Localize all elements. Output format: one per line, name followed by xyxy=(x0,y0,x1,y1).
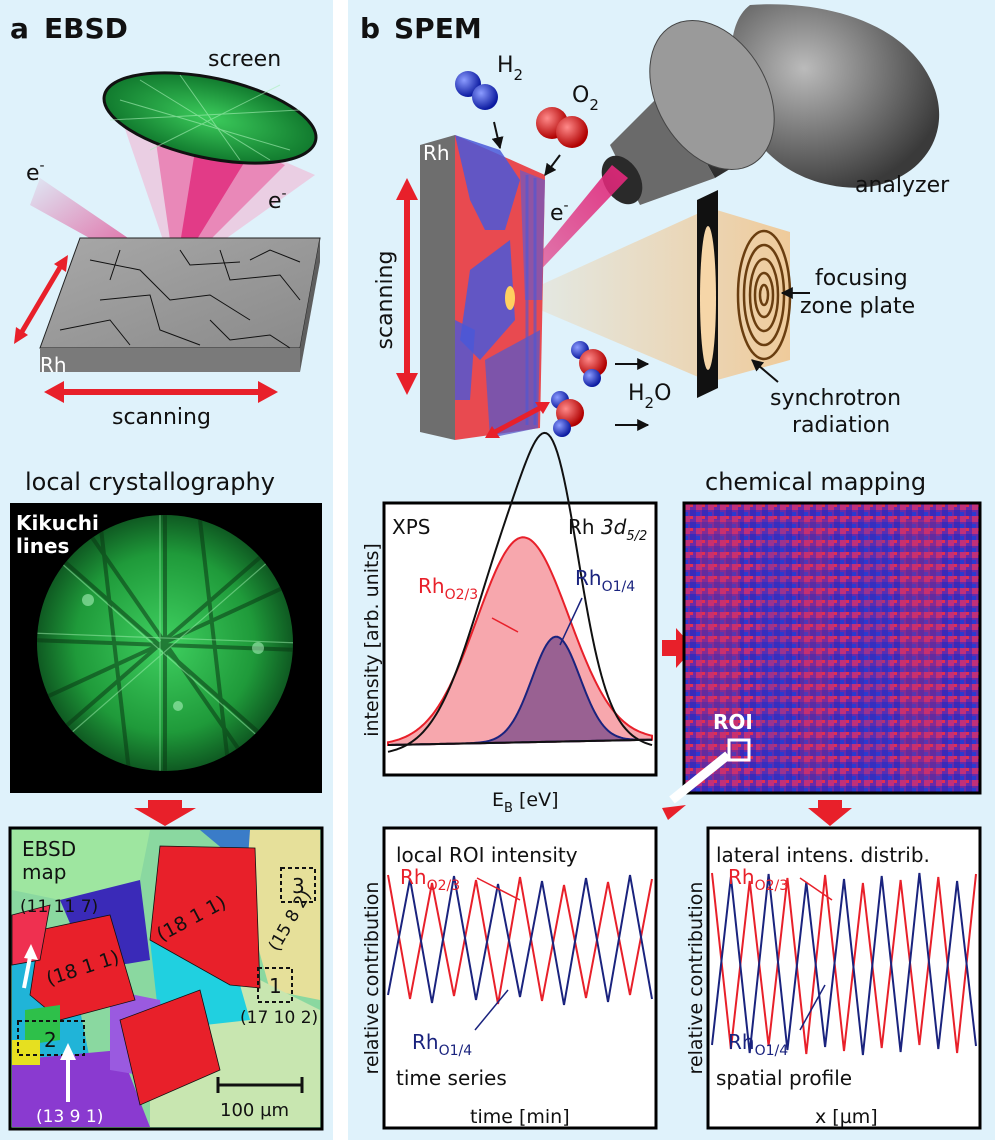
xps-comp1-label: RhO2/3 xyxy=(418,574,478,603)
time-series2-label: RhO1/4 xyxy=(412,1030,472,1059)
grain-label-17-10-2: (17 10 2) xyxy=(240,1008,318,1028)
scan-arrows-a xyxy=(14,255,278,403)
zone-label-2: zone plate xyxy=(800,294,915,319)
time-plot-title: local ROI intensity xyxy=(396,843,578,867)
electron-out-label: e- xyxy=(268,186,287,214)
o2-molecule xyxy=(536,107,588,148)
xps-total-spectrum xyxy=(387,431,653,753)
time-series-o14 xyxy=(387,874,653,1006)
chemical-mapping-title: chemical mapping xyxy=(705,468,926,496)
synchrotron-cone xyxy=(512,208,790,382)
h2-arrow xyxy=(491,121,504,150)
o2-label: O2 xyxy=(572,83,599,114)
zone-label-1: focusing xyxy=(815,266,908,291)
xps-xlabel: EB [eV] xyxy=(492,789,559,816)
arrow-roi-to-time-plot xyxy=(662,805,686,820)
time-plot-xlabel: time [min] xyxy=(470,1106,570,1128)
chemical-map xyxy=(669,501,982,804)
space-plot-ylabel: relative contribution xyxy=(685,882,707,1075)
map-label-1: EBSD xyxy=(22,837,76,861)
time-series-plot xyxy=(382,826,658,1130)
scan-b-label: scanning xyxy=(373,251,398,350)
scan-a-label: scanning xyxy=(112,405,211,430)
kikuchi-bands xyxy=(37,515,293,771)
space-plot-title: lateral intens. distrib. xyxy=(716,843,930,867)
h2o-label: H2O xyxy=(628,381,671,412)
spatial-profile-plot xyxy=(706,826,982,1130)
space-plot-bottom-label: spatial profile xyxy=(716,1066,852,1090)
time-plot-bottom-label: time series xyxy=(396,1066,507,1090)
space-series2-label: RhO1/4 xyxy=(728,1030,788,1059)
electron-b-label: e- xyxy=(550,198,569,226)
sync-label-2: radiation xyxy=(792,413,890,438)
analyzer xyxy=(601,4,940,205)
kikuchi-label-2: lines xyxy=(16,534,69,558)
h2o-molecule-1 xyxy=(571,341,607,387)
spatial-profile-o23 xyxy=(711,872,977,1055)
sync-label-1: synchrotron xyxy=(770,386,901,411)
arrow-map-to-profile xyxy=(808,800,852,826)
grain-label-11-11-7: (11 11 7) xyxy=(20,897,98,917)
scalebar-label: 100 µm xyxy=(220,1100,289,1121)
xps-comp2-label: RhO1/4 xyxy=(575,566,635,595)
sample-b-label: Rh xyxy=(423,141,450,165)
rh-sample-slab xyxy=(39,237,321,372)
o2-arrow xyxy=(544,154,561,176)
scan-arrows-b xyxy=(396,178,550,438)
panel-b-letter: b xyxy=(360,12,380,45)
ebsd-map xyxy=(8,826,324,1131)
roi-number-2: 2 xyxy=(44,1028,57,1052)
grain-label-13-9-1: (13 9 1) xyxy=(36,1107,103,1127)
xps-peak-label: Rh 3d5/2 xyxy=(568,515,647,544)
h2o-molecule-2 xyxy=(551,391,584,437)
screen-label: screen xyxy=(208,47,281,72)
xps-ylabel: intensity [arb. units] xyxy=(361,543,383,737)
h2-molecule xyxy=(455,71,498,110)
h2-label: H2 xyxy=(497,53,523,84)
map-label-2: map xyxy=(22,860,66,884)
electron-in-label: e- xyxy=(26,158,45,186)
ebsd-screen xyxy=(102,71,318,275)
kikuchi-label-1: Kikuchi xyxy=(16,511,99,535)
panel-a-letter: a xyxy=(10,12,29,45)
local-crystallography-title: local crystallography xyxy=(25,468,275,496)
sample-a-label: Rh xyxy=(40,353,67,377)
arrow-xps-to-map xyxy=(662,628,694,668)
space-series1-label: RhO2/3 xyxy=(728,865,788,894)
xps-label: XPS xyxy=(392,515,430,539)
xps-background xyxy=(388,738,653,746)
synchrotron-pointer xyxy=(751,359,779,383)
rh-sample-b xyxy=(420,135,545,440)
panel-b-title: SPEM xyxy=(394,12,482,45)
roi-number-1: 1 xyxy=(269,974,282,998)
analyzer-label: analyzer xyxy=(855,173,950,198)
space-plot-xlabel: x [µm] xyxy=(815,1106,878,1128)
spatial-profile-o14 xyxy=(711,872,977,1056)
time-series1-label: RhO2/3 xyxy=(400,865,460,894)
xps-plot xyxy=(382,431,658,777)
roi-label: ROI xyxy=(713,710,753,734)
roi-number-3: 3 xyxy=(292,874,305,898)
arrow-to-ebsd-map xyxy=(134,800,196,826)
time-series-o23 xyxy=(387,874,653,1005)
time-plot-ylabel: relative contribution xyxy=(361,882,383,1075)
panel-a-title: EBSD xyxy=(44,12,128,45)
